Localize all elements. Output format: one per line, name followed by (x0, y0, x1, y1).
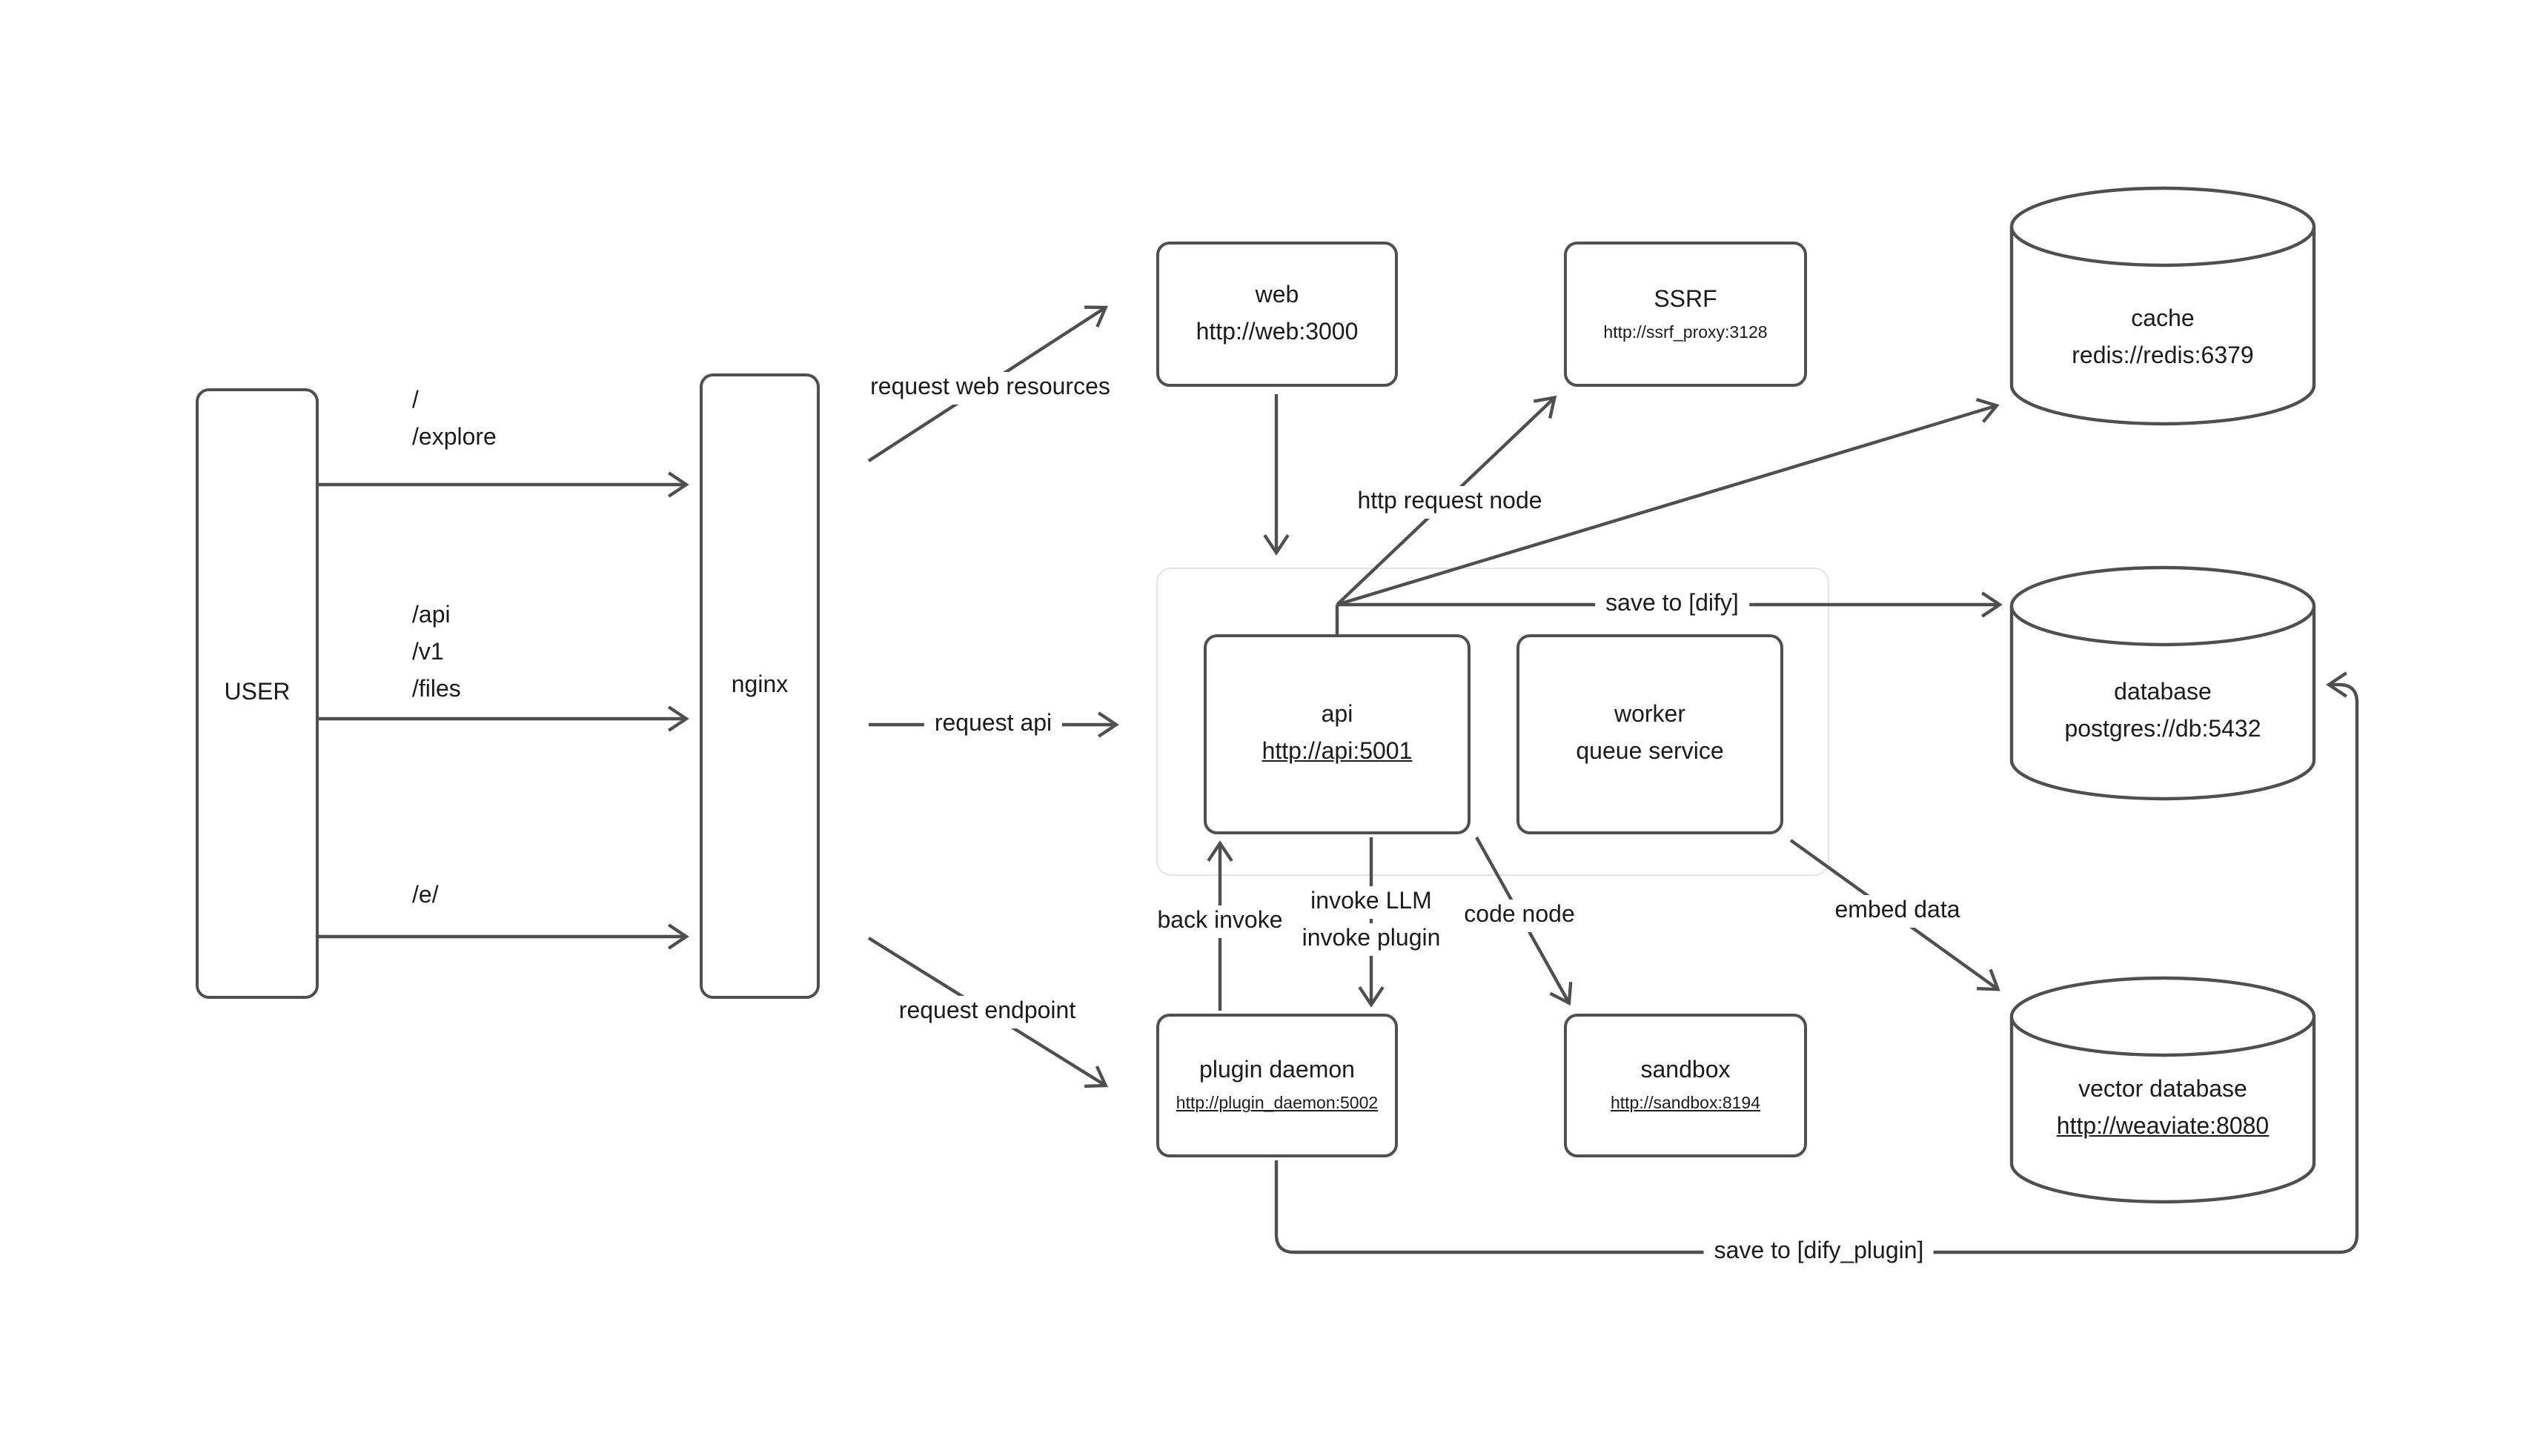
edge-label-invoke-plugin: invoke plugin (1291, 923, 1451, 956)
api-worker-group-outline (1156, 568, 1829, 876)
arrow-api-cache (1336, 398, 2000, 607)
node-sandbox-title: sandbox (1640, 1058, 1731, 1083)
node-cache-label: cache redis://redis:6379 (2012, 307, 2314, 370)
node-database-url: postgres://db:5432 (2064, 717, 2261, 742)
route-api-line-2: /v1 (412, 640, 444, 665)
vector-database-cylinder (2009, 976, 2316, 1204)
node-vector-database-url: http://weaviate:8080 (2056, 1114, 2270, 1140)
route-explore-line-1: / (412, 388, 419, 413)
edge-label-http-request-node: http request node (1347, 486, 1553, 519)
edge-label-invoke-llm: invoke LLM (1300, 886, 1442, 919)
node-nginx-label: nginx (731, 673, 789, 698)
edge-label-request-endpoint: request endpoint (888, 996, 1087, 1028)
node-database-label: database postgres://db:5432 (2012, 680, 2314, 744)
node-cache-title: cache (2131, 307, 2195, 332)
edge-label-request-web-resources: request web resources (860, 372, 1121, 405)
route-e-line-1: /e/ (412, 883, 439, 908)
node-web-title: web (1255, 282, 1299, 308)
node-user-label: USER (224, 680, 291, 705)
route-label-e: /e/ (412, 877, 439, 914)
node-plugin-daemon: plugin daemon http://plugin_daemon:5002 (1156, 1014, 1398, 1157)
node-sandbox: sandbox http://sandbox:8194 (1564, 1014, 1807, 1157)
edge-label-back-invoke: back invoke (1147, 905, 1293, 938)
node-ssrf-title: SSRF (1654, 287, 1717, 312)
node-api: api http://api:5001 (1204, 634, 1471, 834)
node-ssrf: SSRF http://ssrf_proxy:3128 (1564, 242, 1807, 387)
node-web: web http://web:3000 (1156, 242, 1398, 387)
node-web-url: http://web:3000 (1196, 319, 1359, 345)
node-api-url: http://api:5001 (1262, 739, 1413, 765)
node-nginx: nginx (700, 373, 820, 999)
node-vector-database-title: vector database (2078, 1077, 2247, 1103)
node-worker: worker queue service (1516, 634, 1783, 834)
arrow-plugin-daemon-database (1274, 671, 2359, 1254)
edge-label-request-api: request api (924, 708, 1063, 741)
edge-label-code-node: code node (1453, 900, 1585, 932)
node-api-title: api (1321, 702, 1353, 728)
node-ssrf-url: http://ssrf_proxy:3128 (1603, 324, 1768, 342)
edge-label-save-to-dify: save to [dify] (1595, 588, 1749, 621)
node-worker-subtitle: queue service (1576, 739, 1724, 765)
cache-cylinder (2009, 186, 2316, 426)
route-explore-line-2: /explore (412, 425, 497, 451)
route-api-line-1: /api (412, 603, 451, 628)
node-plugin-daemon-title: plugin daemon (1199, 1058, 1355, 1083)
node-user: USER (196, 388, 319, 999)
route-label-api: /api /v1 /files (412, 597, 461, 708)
node-cache-url: redis://redis:6379 (2072, 344, 2254, 369)
node-sandbox-url: http://sandbox:8194 (1610, 1095, 1761, 1113)
node-plugin-daemon-url: http://plugin_daemon:5002 (1176, 1095, 1379, 1113)
edge-label-embed-data: embed data (1824, 895, 1971, 928)
database-cylinder (2009, 565, 2316, 801)
node-database-title: database (2114, 680, 2212, 705)
edge-label-save-to-dify-plugin: save to [dify_plugin] (1703, 1236, 1934, 1269)
route-api-line-3: /files (412, 677, 461, 702)
route-label-explore: / /explore (412, 382, 497, 456)
node-vector-database-label: vector database http://weaviate:8080 (2012, 1077, 2314, 1141)
node-worker-title: worker (1614, 702, 1685, 728)
